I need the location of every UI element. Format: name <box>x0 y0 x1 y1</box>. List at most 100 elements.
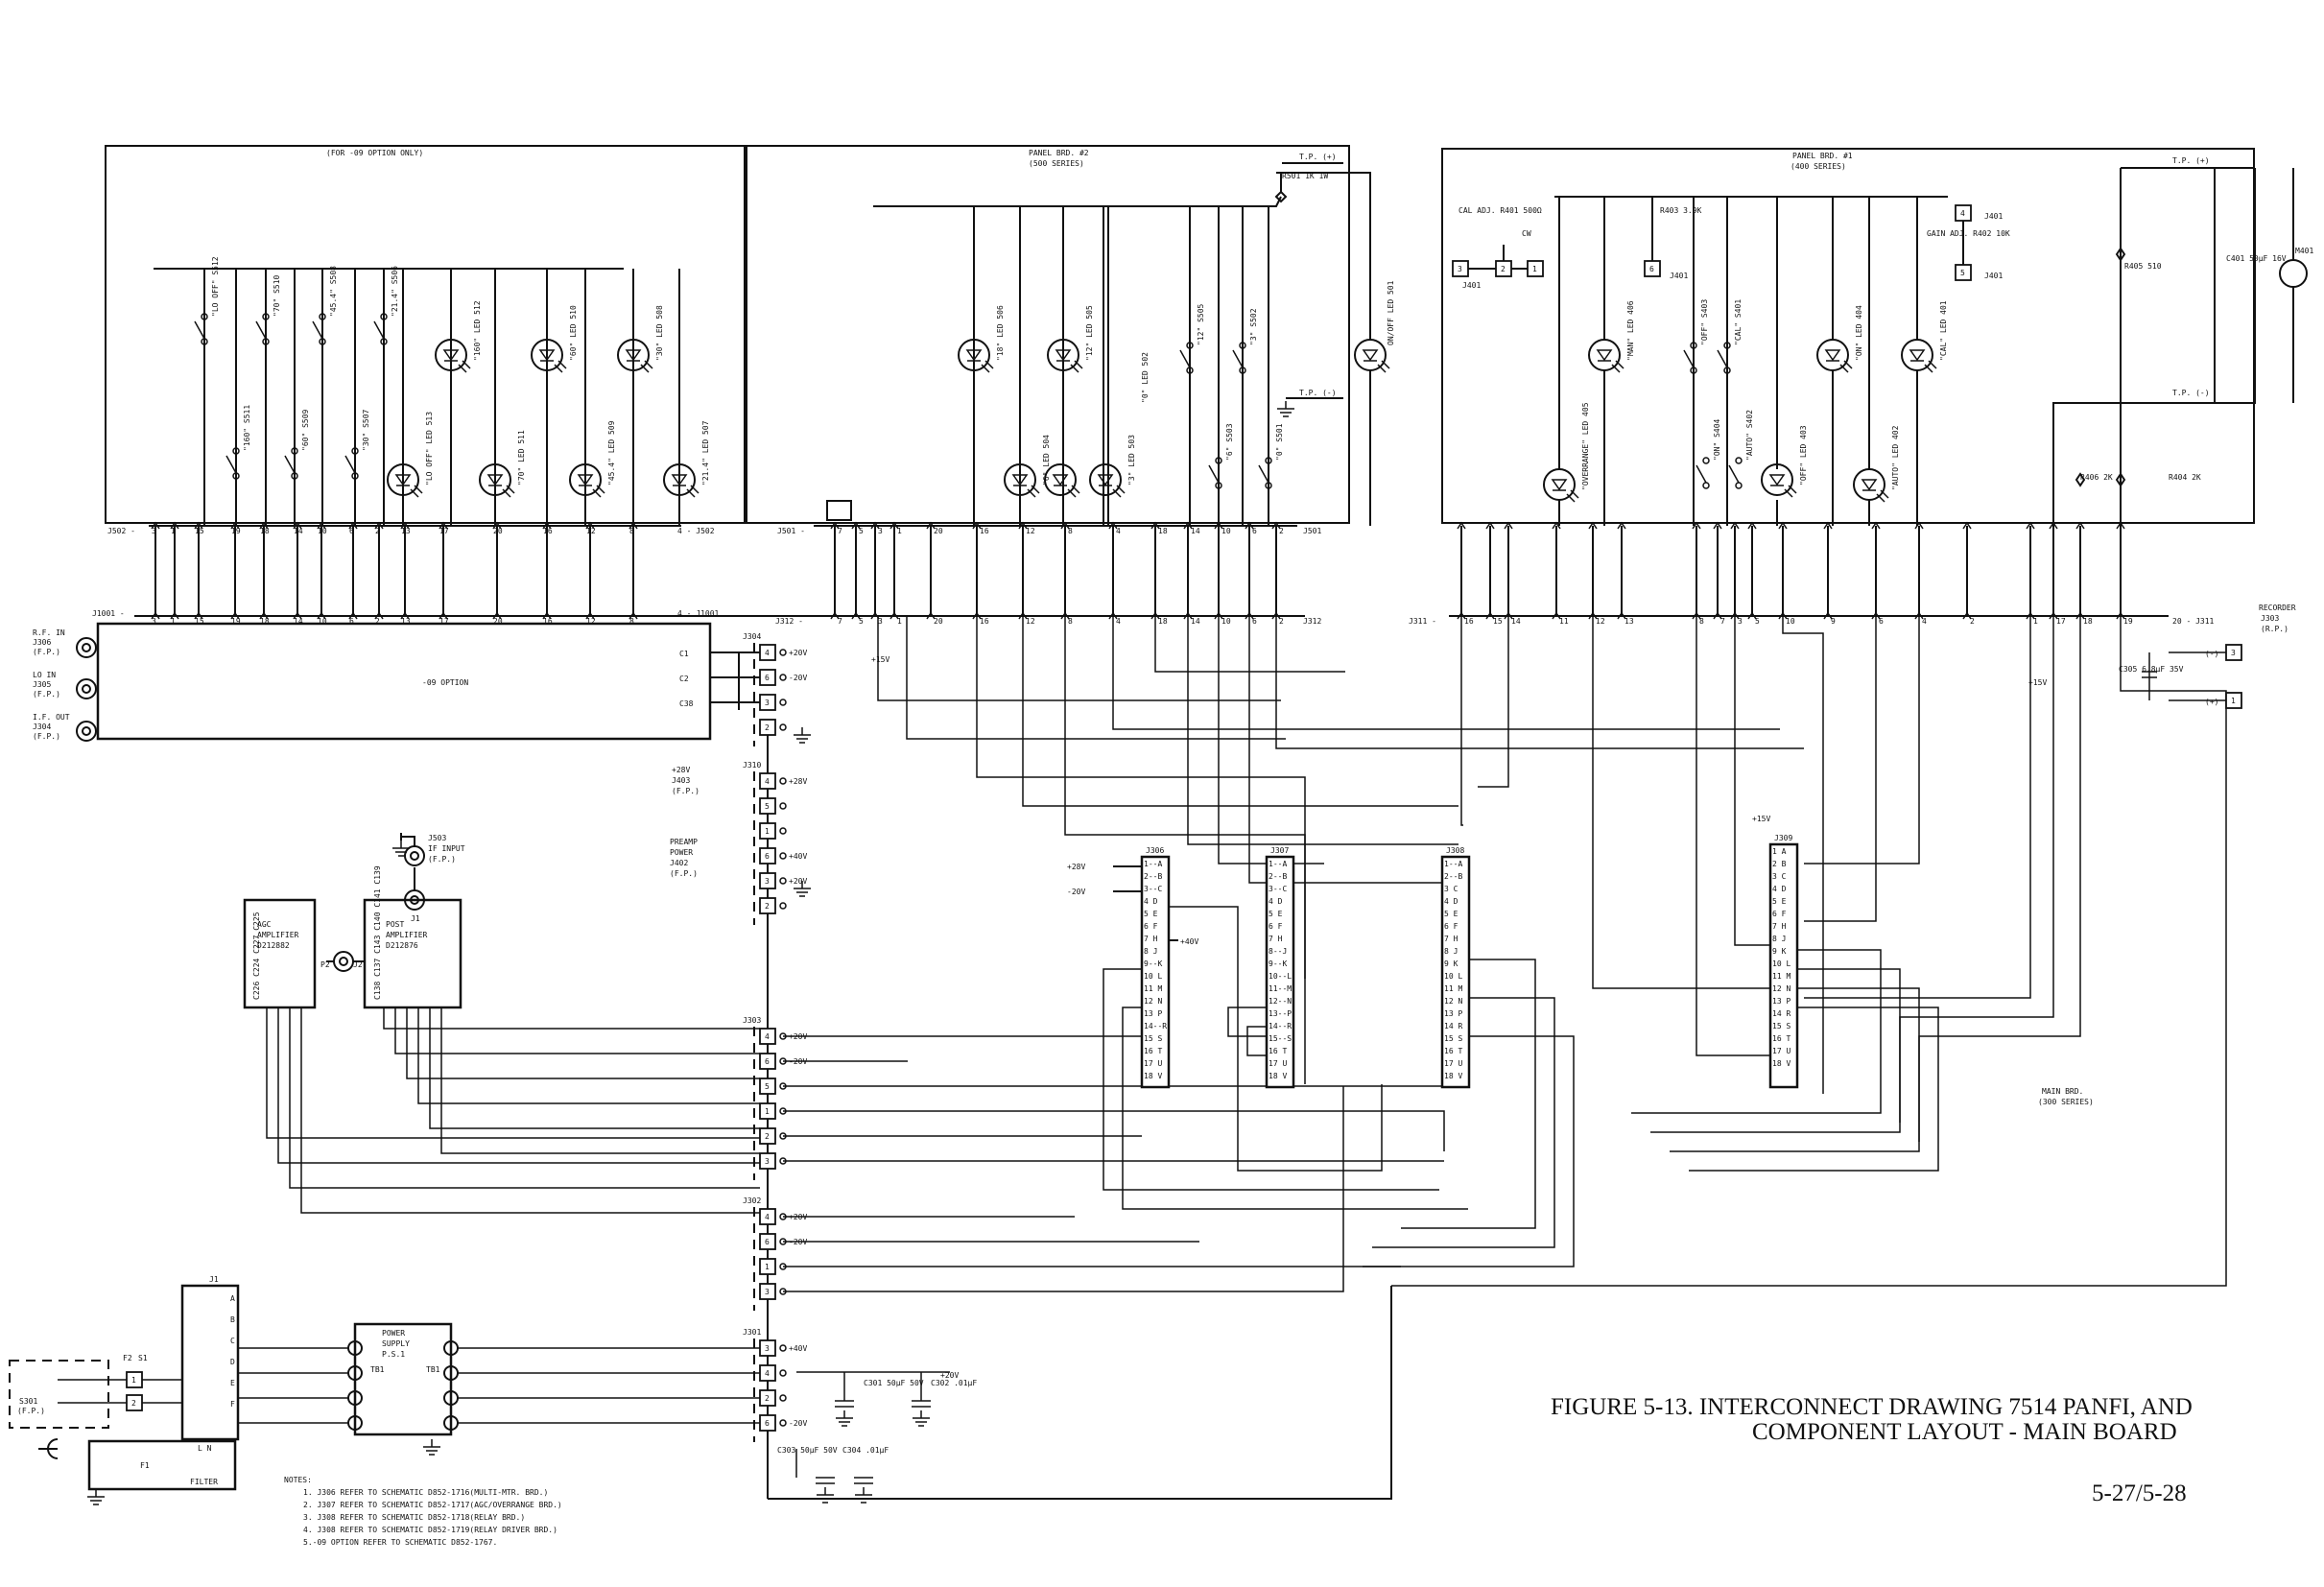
j308-connector <box>1440 855 1471 1089</box>
front-connector-0-l1: R.F. IN <box>33 628 65 637</box>
j303-pin-5-number: 5 <box>765 1082 770 1091</box>
j304-pin-4 <box>759 644 776 661</box>
j303-pin-4 <box>759 1028 776 1045</box>
panel-500-switch2-1-lever <box>1258 464 1269 484</box>
j303-minus: (-) <box>2205 650 2218 658</box>
j306-row-1: 2--B <box>1144 872 1162 881</box>
j1001-pin-mark <box>400 611 410 620</box>
option-switch-label-3: "21.4" S506 <box>391 266 399 317</box>
panel-500-led-0 <box>1044 463 1077 496</box>
ps-tb-left-1 <box>347 1365 363 1381</box>
j310-pin-4 <box>759 772 776 790</box>
j312-pin-mark <box>1150 611 1160 620</box>
j307-row-16: 17 U <box>1269 1059 1287 1068</box>
panel-500-led-18-rays <box>981 360 994 373</box>
j501-pin-2: 2 <box>1279 527 1284 535</box>
power-supply-l2: SUPPLY <box>382 1339 410 1348</box>
j309-row-5: 6 F <box>1772 910 1787 918</box>
ps-tb-left-2 <box>347 1390 363 1406</box>
filter-row-F: F <box>230 1400 235 1409</box>
power-supply-l3: P.S.1 <box>382 1350 405 1359</box>
panel-500-led-label-1: "12" LED 505 <box>1085 305 1094 361</box>
j309-row-12: 13 P <box>1772 997 1790 1006</box>
j303-terminal <box>779 1082 787 1090</box>
c303-label: C303 50µF 50V <box>777 1446 838 1455</box>
ps-tb-right-1 <box>443 1365 459 1381</box>
j301-pin-2-number: 2 <box>765 1394 770 1403</box>
c401-m401-wiring <box>2214 168 2294 403</box>
j307-row-2: 3--C <box>1269 885 1287 893</box>
j501-pin-mark <box>1018 521 1028 530</box>
interconnect-wire-6 <box>1154 616 1345 673</box>
filter-ln: L N <box>198 1444 212 1453</box>
j308-row-14: 15 S <box>1444 1034 1462 1043</box>
interconnect-wire-5 <box>1112 616 1780 730</box>
filter-row-B: B <box>230 1315 235 1324</box>
j311-pin-mark <box>1914 611 1924 620</box>
filter-row-A: A <box>230 1294 235 1303</box>
j1001-pin-mark <box>317 611 326 620</box>
panel-500-switch2-0 <box>1215 457 1222 464</box>
j502-pin-mark <box>400 521 410 530</box>
option-led-0-diode <box>442 349 460 362</box>
j308-row-6: 7 H <box>1444 935 1458 943</box>
agc-amp-l2: AMPLIFIER <box>257 931 299 939</box>
s301-pin-2-number: 2 <box>131 1399 136 1408</box>
j501-key <box>826 500 852 521</box>
j304-terminal <box>779 699 787 706</box>
j311-pin-mark <box>1504 611 1513 620</box>
j502-pin-12: 12 <box>586 527 596 535</box>
j501-pin-mark <box>1214 521 1223 530</box>
j303-volt-0: +20V <box>789 1032 807 1041</box>
j1001-pin-20: 20 <box>493 617 503 626</box>
s301-pin-1 <box>126 1371 143 1388</box>
j306-row-7: 8 J <box>1144 947 1157 956</box>
j312-pin-16: 16 <box>980 617 989 626</box>
panel-400-right-wiring <box>2052 167 2256 616</box>
j309-row-3: 4 D <box>1772 885 1787 893</box>
j502-pin-mark <box>492 521 502 530</box>
j306-connector <box>1140 855 1171 1089</box>
front-connector-1-l1: LO IN <box>33 671 56 679</box>
option-switch2-label-2: "30" S507 <box>362 409 370 451</box>
j311-pin-mark <box>2026 611 2035 620</box>
j501-pin-mark <box>1271 521 1281 530</box>
j312-pin-6: 6 <box>1252 617 1257 626</box>
j1001-pin-2: 2 <box>375 617 380 626</box>
j302-volt-1: -20V <box>789 1238 807 1246</box>
j501-pin-20: 20 <box>934 527 943 535</box>
j502-pin-mark <box>348 521 358 530</box>
interconnect-wire-22 <box>1391 616 2227 1287</box>
j308-row-9: 10 L <box>1444 972 1462 981</box>
j311-upper-pin-mark <box>1871 521 1881 530</box>
filter-ground <box>87 1489 105 1505</box>
j301-pin-6-number: 6 <box>765 1419 770 1428</box>
front-connector-2-l3: (F.P.) <box>33 732 60 741</box>
j1001-pin-mark <box>170 611 179 620</box>
j1001-pin-mark <box>259 611 269 620</box>
j309-row-13: 14 R <box>1772 1009 1790 1018</box>
r404-label: R404 2K <box>2169 473 2201 482</box>
j311-pin-16: 16 <box>1464 617 1474 626</box>
interconnect-wire-38 <box>1401 959 1536 1229</box>
option-led2-2 <box>569 463 602 496</box>
j302-terminal <box>779 1263 787 1270</box>
j311-upper-pin-mark <box>2075 521 2085 530</box>
j308-row-11: 12 N <box>1444 997 1462 1006</box>
j502-pin-mark <box>151 521 160 530</box>
post-amp-l1: POST <box>386 920 404 929</box>
option-switch2-1 <box>291 447 298 455</box>
j310-terminal <box>779 827 787 835</box>
post-amp-wire-4 <box>429 1007 760 1129</box>
c304-ground <box>855 1487 872 1504</box>
option-led-1 <box>531 339 563 371</box>
j309-row-2: 3 C <box>1772 872 1787 881</box>
option-led-label-0: "160" LED 512 <box>473 300 482 361</box>
j311-pin-4: 4 <box>1922 617 1927 626</box>
interconnect-wire-26 <box>783 1110 1445 1151</box>
option-switch-label-1: "70" S510 <box>273 274 281 317</box>
panel-400-title: PANEL BRD. #1 <box>1792 152 1853 160</box>
panel-500-ground <box>1277 401 1294 417</box>
j301-terminal <box>779 1419 787 1427</box>
option-board-label: -09 OPTION <box>422 678 468 687</box>
